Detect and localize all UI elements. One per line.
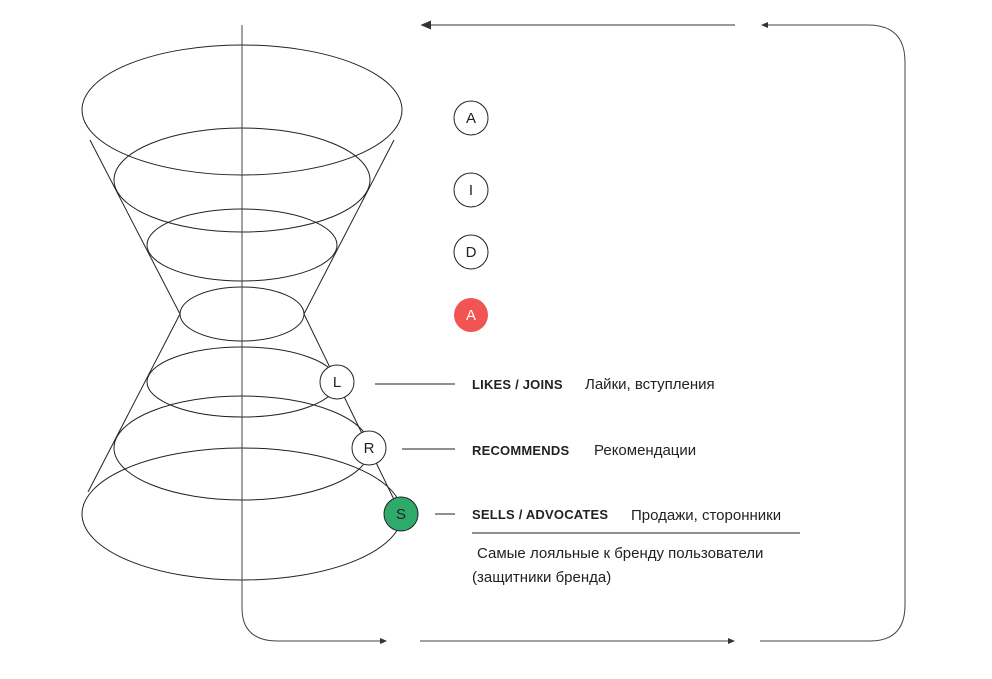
stage-l: L	[319, 364, 355, 400]
svg-text:A: A	[466, 307, 476, 324]
stage-ru-likes: Лайки, вступления	[585, 376, 715, 393]
svg-text:R: R	[364, 440, 375, 457]
svg-text:L: L	[333, 374, 341, 391]
stage-name-recommends: RECOMMENDS	[472, 443, 569, 458]
funnel-side-left	[87, 139, 181, 493]
stage-d: D	[453, 234, 489, 270]
flow-path-bottom	[241, 25, 387, 644]
svg-text:D: D	[466, 244, 477, 261]
funnel-side-right	[303, 139, 402, 515]
stage-i: I	[453, 172, 489, 208]
stage-s-highlight: S	[383, 496, 419, 532]
stage-ru-sells: Продажи, сторонники	[631, 507, 781, 524]
flow-path-return	[760, 22, 906, 642]
svg-text:S: S	[396, 506, 406, 523]
stage-name-likes: LIKES / JOINS	[472, 377, 563, 392]
stage-a2-highlight: A	[454, 298, 488, 332]
description-line-1: Самые лояльные к бренду пользователи	[477, 545, 763, 562]
svg-text:A: A	[466, 110, 476, 127]
description-line-2: (защитники бренда)	[472, 569, 611, 586]
svg-text:I: I	[469, 182, 473, 199]
stage-ru-recommends: Рекомендации	[594, 442, 696, 459]
stage-r: R	[351, 430, 387, 466]
stage-name-sells: SELLS / ADVOCATES	[472, 507, 608, 522]
stage-a1: A	[453, 100, 489, 136]
